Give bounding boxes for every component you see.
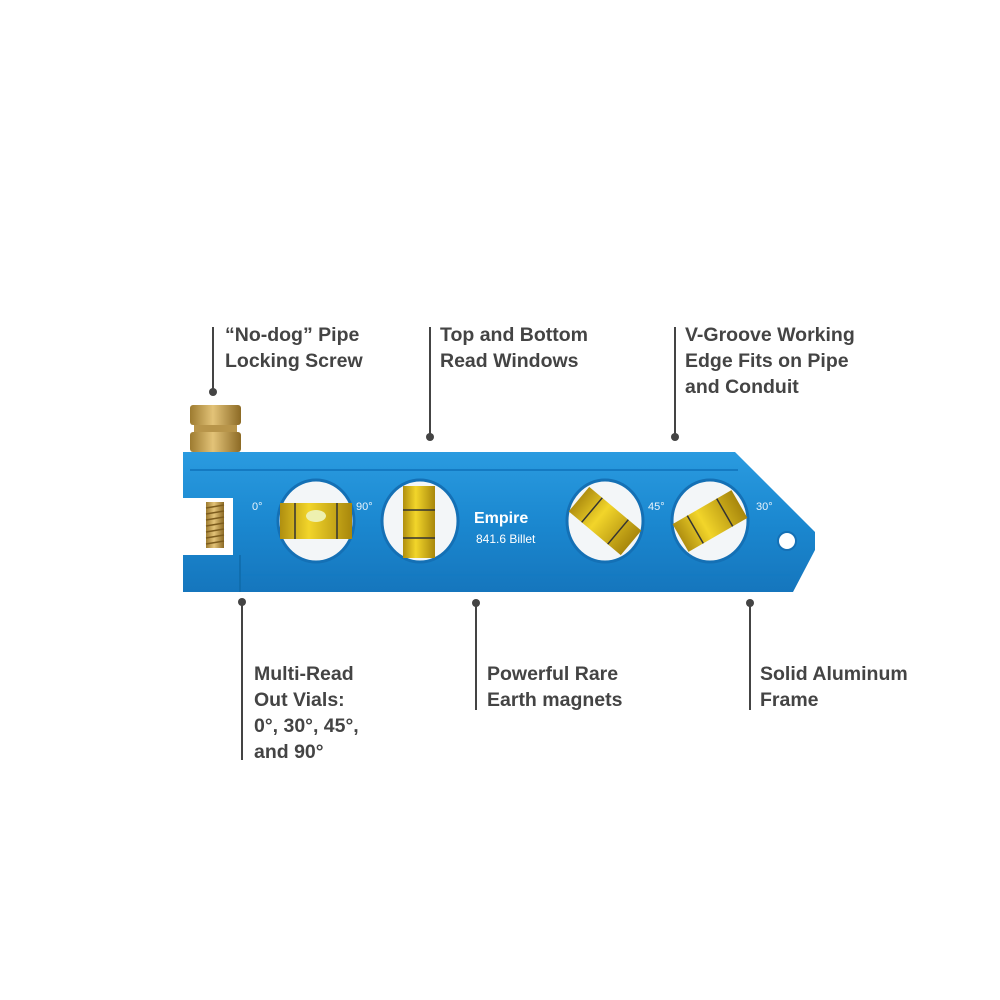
callout-dot xyxy=(671,433,679,441)
vial-window-30deg xyxy=(670,478,750,564)
callout-line xyxy=(212,327,214,390)
mark-30deg: 30° xyxy=(756,501,773,513)
vial-window-90deg xyxy=(380,478,460,564)
callout-line xyxy=(749,603,751,710)
level-body xyxy=(183,452,815,592)
callout-line xyxy=(475,603,477,710)
locking-screw-knob xyxy=(190,405,241,452)
mark-45deg: 45° xyxy=(648,501,665,513)
mark-90deg: 90° xyxy=(356,501,373,513)
callout-line xyxy=(429,327,431,435)
mark-0deg: 0° xyxy=(252,501,263,513)
hanging-hole xyxy=(777,531,797,551)
brand-logo: Empire xyxy=(474,510,528,527)
vial-window-45deg xyxy=(565,478,645,564)
vial-window-0deg xyxy=(276,478,356,564)
callout-dot xyxy=(426,433,434,441)
callout-dot xyxy=(209,388,217,396)
callout-line xyxy=(241,602,243,760)
callout-line xyxy=(674,327,676,435)
model-label: 841.6 Billet xyxy=(476,532,536,546)
